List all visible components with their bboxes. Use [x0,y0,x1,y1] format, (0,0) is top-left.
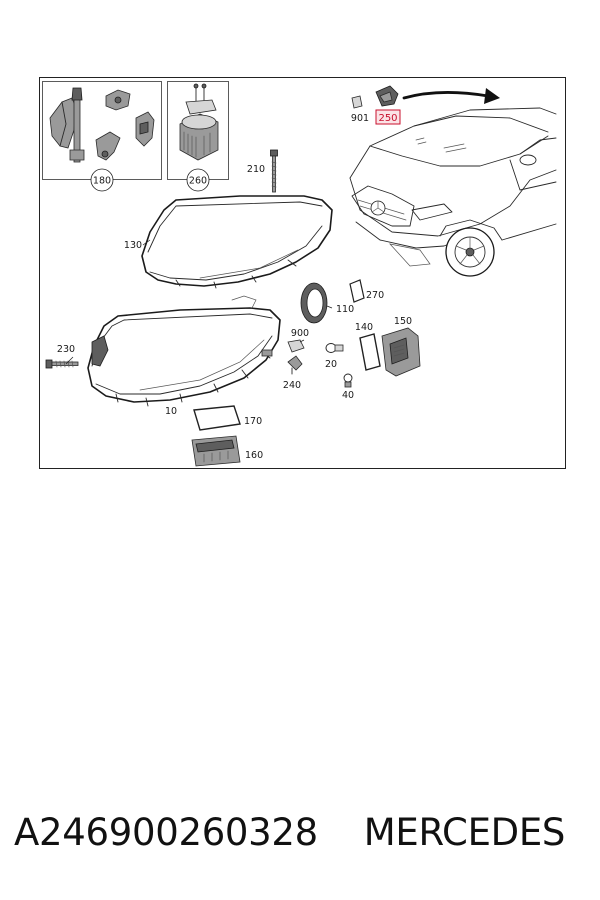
part-label-150: 150 [394,316,412,327]
part-label-10: 10 [165,406,177,417]
gasket-140[interactable]: 140 [355,322,381,371]
clip-240[interactable]: 240 [283,355,303,391]
part-label-140: 140 [355,322,373,333]
connector-900[interactable]: 900 [287,328,309,353]
inset-box-180: 180 [42,81,162,192]
part-label-180: 180 [93,176,111,187]
gasket-270[interactable]: 270 [349,279,384,303]
location-arrow [402,88,500,104]
part-label-210: 210 [247,164,265,175]
part-label-110: 110 [336,304,354,315]
part-label-130: 130 [124,240,142,251]
part-label-160: 160 [245,450,263,461]
control-unit-150[interactable]: 150 [381,316,421,377]
caption-brand: MERCEDES [363,810,566,854]
highlight-box-250 [375,109,401,125]
part-label-40: 40 [342,390,354,401]
part-label-260: 260 [189,176,207,187]
cover-cap-110[interactable]: 110 [300,282,354,324]
part-label-901: 901 [351,113,369,124]
callout-180[interactable]: 180 [90,168,114,192]
part-label-270: 270 [366,290,384,301]
part-901[interactable]: 901 [351,95,369,124]
gasket-170[interactable]: 170 [193,405,262,431]
part-label-20: 20 [325,359,337,370]
caption-part-number: A246900260328 [14,810,318,854]
screw-230[interactable]: 230 [45,344,79,369]
inset-box-260: 260 [167,81,229,192]
headlamp-130[interactable]: 130 [124,195,333,289]
part-label-170: 170 [244,416,262,427]
part-label-250: 250 [378,113,397,124]
bulb-20[interactable]: 20 [325,343,344,371]
part-label-230: 230 [57,344,75,355]
callout-260[interactable]: 260 [186,168,210,192]
bulb-40[interactable]: 40 [342,373,354,401]
headlamp-10[interactable]: 10 [87,295,281,417]
led-module-160[interactable]: 160 [191,435,263,467]
product-caption: A246900260328 MERCEDES [14,806,594,858]
vehicle-illustration [349,107,557,277]
part-250[interactable]: 250 [375,85,401,125]
diagram-frame [39,77,566,469]
part-label-240: 240 [283,380,301,391]
bolt-210[interactable]: 210 [247,149,278,193]
leader-lines [65,239,305,365]
part-label-900: 900 [291,328,309,339]
